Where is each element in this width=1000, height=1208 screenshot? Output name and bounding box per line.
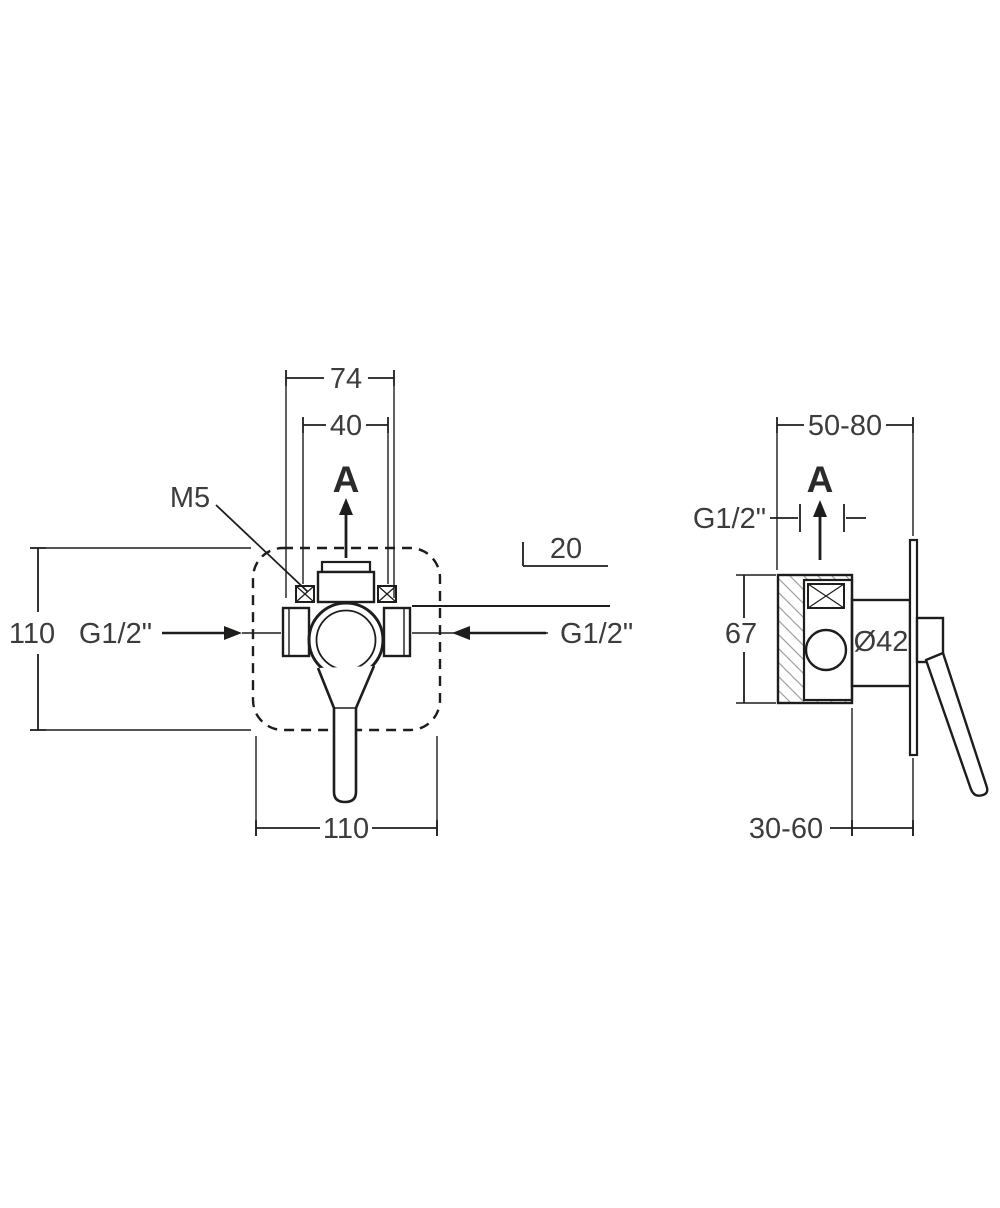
dim-110-bottom-label: 110 [323,813,369,845]
dim-67: 67 [725,574,776,704]
dim-110-bottom: 110 [255,736,438,845]
dim-74-label: 74 [330,363,362,395]
handle-lever-side [924,651,989,797]
flow-arrow-left-icon [452,626,470,640]
dim-diameter-label: Ø42 [854,626,909,658]
wall-section-outline [776,573,854,705]
dim-50-80-label: 50-80 [808,410,882,442]
inlet-right-callout: G1/2" [452,618,633,650]
m5-callout: M5 [170,482,309,593]
outlet-fitting-side [807,583,845,609]
m5-leader-line [215,504,309,593]
outlet-callout-side: G1/2" [693,503,866,535]
dim-110-vertical: 110 [9,547,251,731]
side-view: Ø42 A G1/2" 50-80 [693,410,989,845]
top-port-cap [320,560,372,574]
inlet-right-label: G1/2" [560,618,633,650]
front-view: 74 40 A M5 20 [9,363,633,845]
dim-20-label: 20 [550,533,582,565]
dim-40: 40 [302,410,389,584]
section-arrow-front: A [333,459,360,558]
outlet-label-side: G1/2" [693,503,766,535]
section-letter-front: A [333,459,360,500]
mixer-handle [316,665,376,804]
m5-label: M5 [170,482,210,514]
dim-40-label: 40 [330,410,362,442]
valve-cylinder-side [850,598,912,688]
section-arrow-side: A [807,459,834,560]
screw-boss-left [295,585,315,603]
section-arrow-side-icon [813,500,827,517]
section-letter-side: A [807,459,834,500]
inlet-port-right [382,606,412,658]
screw-boss-right [377,585,397,603]
section-arrow-front-icon [339,498,353,515]
flow-arrow-right-icon [224,626,242,640]
dim-30-60-label: 30-60 [749,813,823,845]
dim-20: 20 [522,533,608,567]
dim-30-60: 30-60 [749,708,914,845]
recess-box-dashed [251,546,442,732]
top-port-body [316,570,376,604]
dim-67-label: 67 [725,618,757,650]
dim-74: 74 [285,363,395,598]
inlet-port-left [281,606,311,658]
dim-110-vertical-label: 110 [9,618,55,650]
dim-50-80: 50-80 [776,410,914,570]
inlet-left-callout: G1/2" [79,618,242,650]
inlet-left-label: G1/2" [79,618,152,650]
cartridge-circle-side [804,628,848,672]
valve-body-circle [307,601,385,679]
